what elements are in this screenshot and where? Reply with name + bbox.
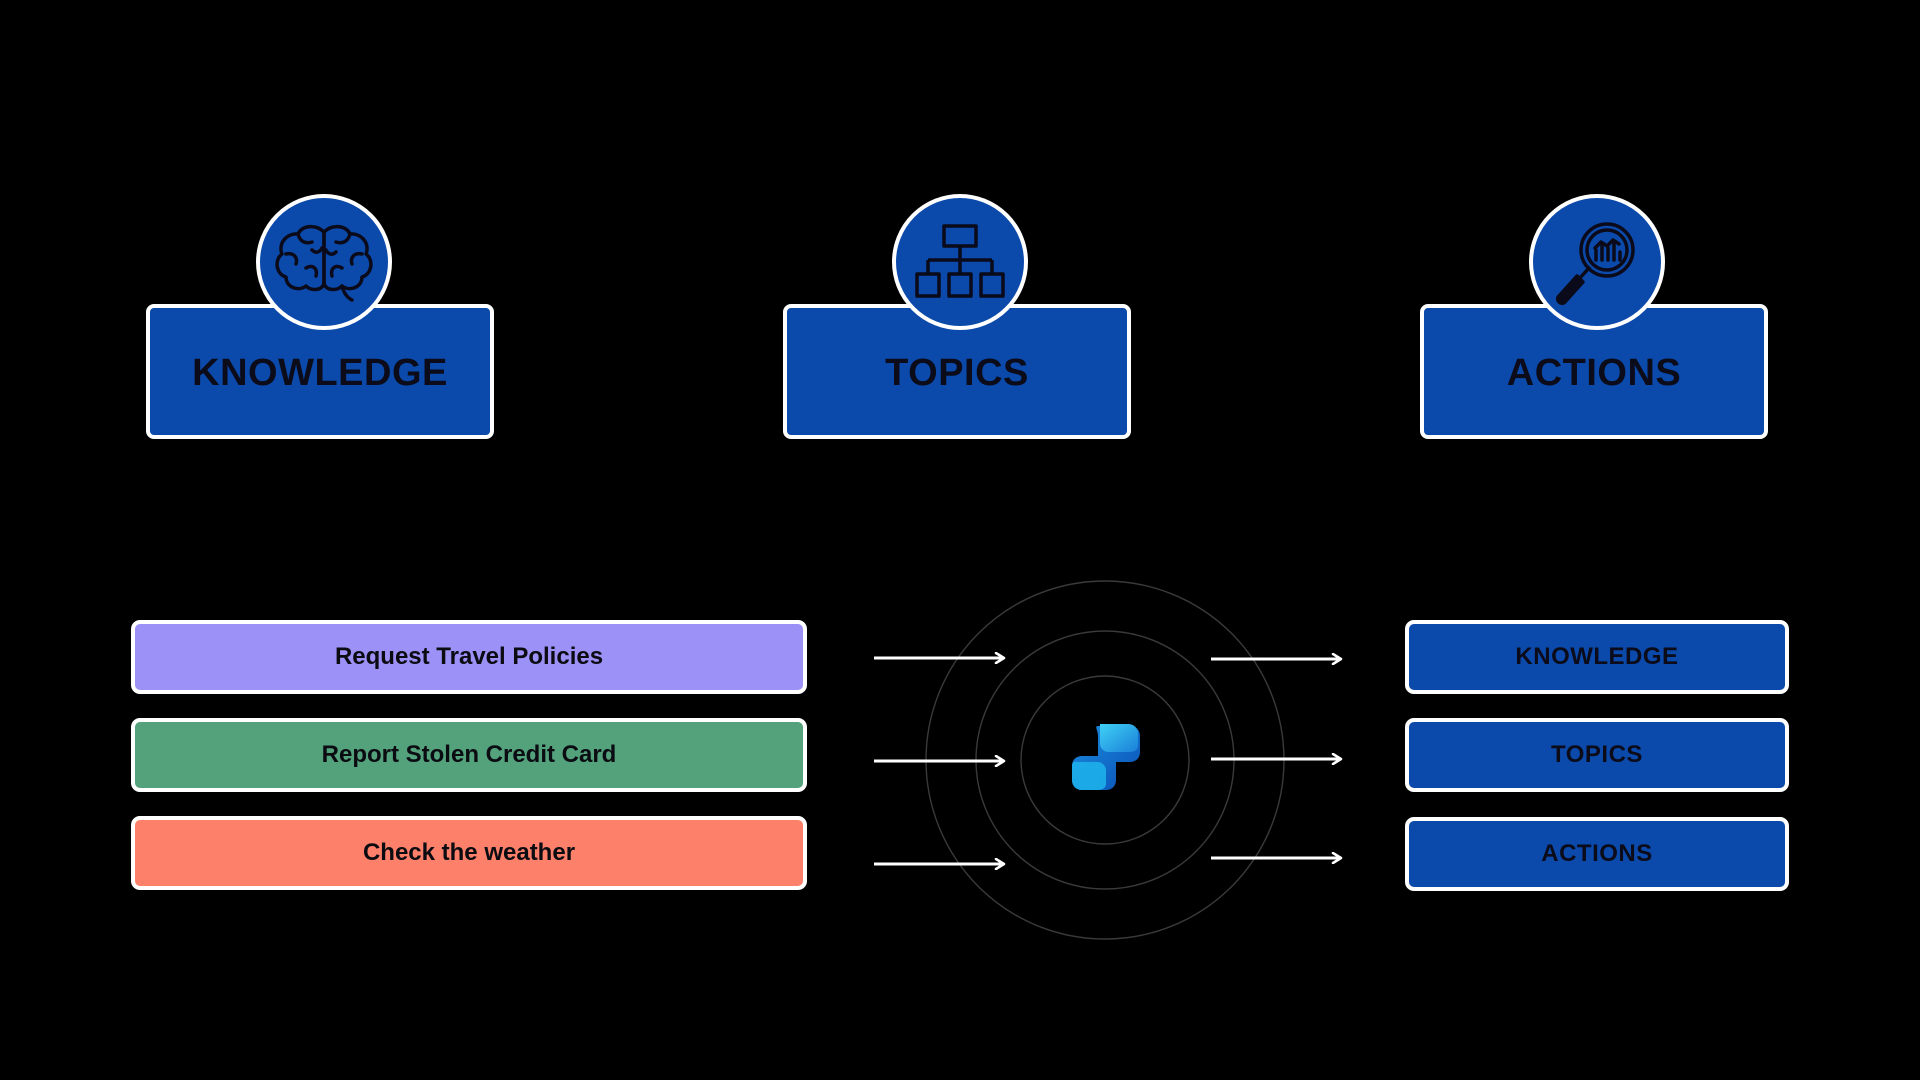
target-topics[interactable]: TOPICS [1405,718,1789,792]
intent-label: Request Travel Policies [334,643,604,670]
target-label: KNOWLEDGE [1515,643,1679,670]
actions-card: ACTIONS [1420,304,1768,439]
brain-icon [256,194,392,330]
hierarchy-icon [892,194,1028,330]
target-knowledge[interactable]: KNOWLEDGE [1405,620,1789,694]
target-label: ACTIONS [1541,840,1653,867]
target-label: TOPICS [1551,741,1643,768]
intent-request-travel-policies[interactable]: Request Travel Policies [131,620,807,694]
topics-card: TOPICS [783,304,1131,439]
inner-ring [1020,675,1190,845]
topics-card-title: TOPICS [885,352,1029,394]
intent-check-weather[interactable]: Check the weather [131,816,807,890]
knowledge-card-title: KNOWLEDGE [192,352,448,394]
intent-report-stolen-credit-card[interactable]: Report Stolen Credit Card [131,718,807,792]
target-actions[interactable]: ACTIONS [1405,817,1789,891]
intent-label: Check the weather [362,839,576,866]
actions-card-title: ACTIONS [1506,352,1682,394]
intent-label: Report Stolen Credit Card [321,741,617,768]
magnifier-chart-icon [1529,194,1665,330]
copilot-logo [1072,724,1140,790]
